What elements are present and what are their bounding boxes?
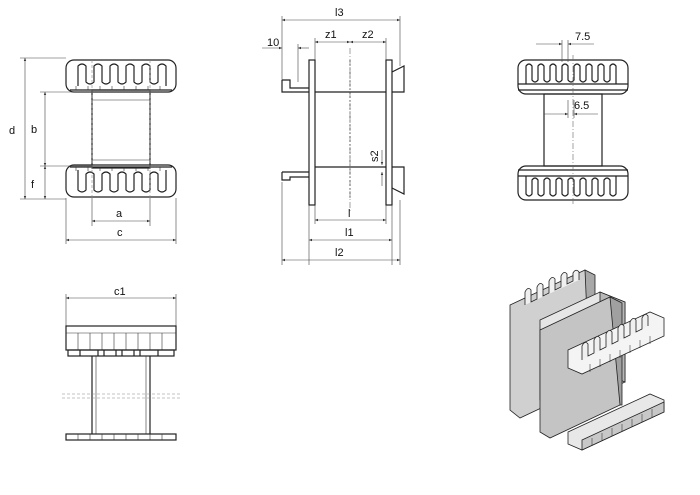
dim-z1-label: z1 [325, 29, 337, 41]
top-view: c1 [62, 286, 180, 441]
dim-c1-label: c1 [114, 286, 126, 298]
dim-10-label: 10 [267, 37, 279, 49]
dim-l2-label: l2 [335, 247, 344, 259]
rear-view: 7.5 6.5 [517, 31, 629, 205]
isometric-view [509, 269, 665, 451]
dim-s2-label: s2 [369, 150, 381, 162]
dim-l3-label: l3 [335, 7, 344, 19]
dim-7-5-label: 7.5 [575, 31, 590, 43]
front-view: d b f a c [9, 57, 177, 244]
dim-c-label: c [117, 227, 123, 239]
dim-l1-label: l1 [345, 227, 354, 239]
dim-l-label: l [348, 208, 350, 220]
dim-z2-label: z2 [362, 29, 374, 41]
dim-f-label: f [31, 179, 35, 191]
dim-b-label: b [31, 124, 37, 136]
dim-a-label: a [116, 208, 123, 220]
dim-d-label: d [9, 125, 15, 137]
side-view: l3 10 z1 z2 s2 l l1 l2 [262, 7, 405, 265]
dim-6-5-label: 6.5 [574, 100, 589, 112]
